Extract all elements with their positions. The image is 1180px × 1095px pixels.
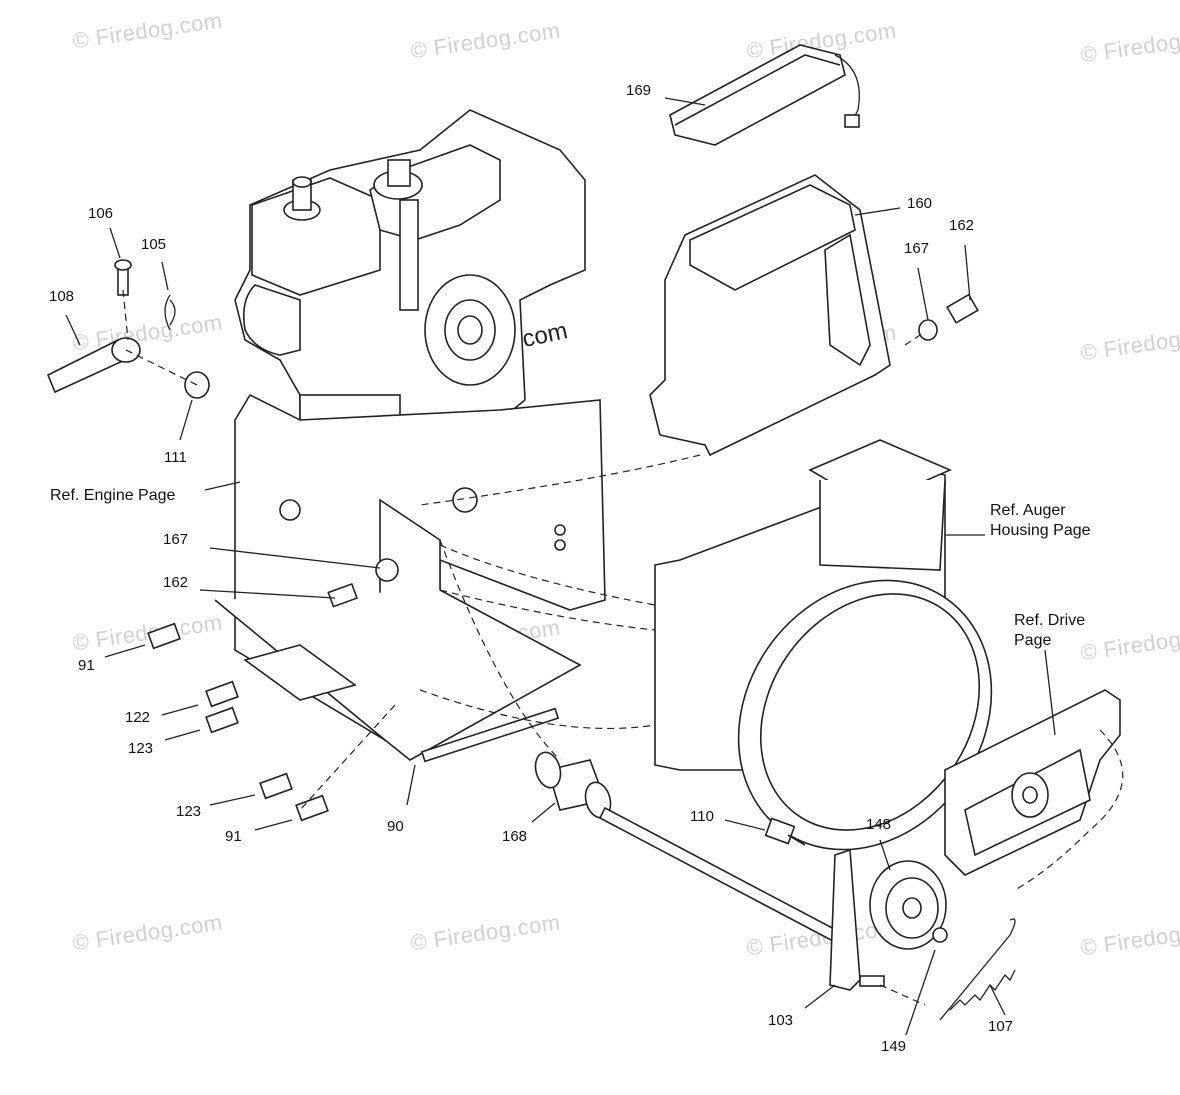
- leader-lines: [65, 97, 1056, 1036]
- auger-housing-drawing: [654, 439, 993, 851]
- callout-160: 160: [907, 195, 933, 212]
- callout-103: 103: [768, 1012, 794, 1029]
- frame-drawing: [214, 393, 606, 763]
- drive-bracket-drawing: [944, 689, 1121, 876]
- spring-drawing: [939, 918, 1016, 1021]
- callout-169: 169: [626, 82, 652, 99]
- chute-housing-drawing: [649, 174, 891, 457]
- cover-drawing: [669, 44, 860, 146]
- callout-91-lower: 91: [225, 828, 242, 845]
- engine-drawing: [234, 109, 586, 461]
- callout-108: 108: [49, 288, 75, 305]
- callout-123-lower: 123: [176, 803, 202, 820]
- callout-91: 91: [78, 657, 95, 674]
- ref-drive-line2: Page: [1014, 632, 1052, 649]
- callout-167-lower: 167: [163, 531, 189, 548]
- callout-123: 123: [128, 740, 154, 757]
- callout-162: 162: [949, 217, 975, 234]
- ref-auger-housing-line1: Ref. Auger: [990, 502, 1066, 519]
- callout-110: 110: [690, 808, 714, 825]
- callout-149: 149: [881, 1038, 907, 1055]
- ref-drive-line1: Ref. Drive: [1014, 612, 1086, 629]
- callout-90: 90: [387, 818, 404, 835]
- callout-167: 167: [904, 240, 930, 257]
- roller-drawing: [534, 751, 857, 952]
- pin-drawing: [46, 259, 979, 822]
- callout-168: 168: [502, 828, 528, 845]
- callout-105: 105: [141, 236, 167, 253]
- callout-106: 106: [88, 205, 114, 222]
- callout-122: 122: [125, 709, 151, 726]
- idler-drawing: [829, 848, 948, 991]
- callout-148: 148: [866, 816, 892, 833]
- bolt-110-drawing: [764, 817, 806, 846]
- ref-engine-page: Ref. Engine Page: [50, 487, 176, 504]
- callout-111: 111: [164, 449, 187, 466]
- ref-auger-housing-line2: Housing Page: [990, 522, 1091, 539]
- callout-107: 107: [988, 1018, 1014, 1035]
- callout-162-lower: 162: [163, 574, 189, 591]
